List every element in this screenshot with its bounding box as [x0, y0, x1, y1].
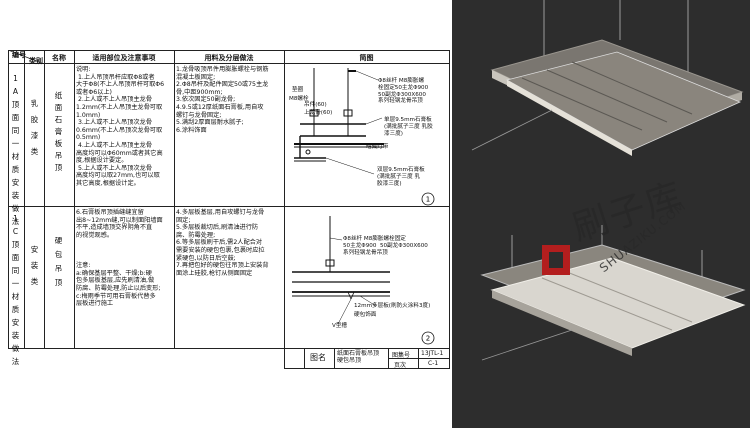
row1-callout-double-board: 双层9.5mm石膏板 (满批腻子三度 乳 胶漆三度)	[377, 167, 425, 187]
row2-callout-vgroove: V型槽	[332, 323, 348, 329]
row2-callout-hanger: Φ8丝杆 M8膨胀螺栓固定 50主龙Φ900 50副龙Φ300X600 系列轻钢…	[343, 236, 428, 257]
tb-divider-2	[334, 348, 335, 368]
row1-sketch-no: 1	[426, 196, 430, 204]
row1-callout-bolt: M8螺栓	[289, 96, 309, 102]
row2-sketch-no: 2	[426, 335, 430, 343]
header-materials: 用料及分层做法	[204, 54, 254, 62]
tb-page: C-1	[428, 360, 439, 367]
col-divider-5	[284, 50, 285, 368]
row2-callout-finish: 硬包饰面	[354, 312, 377, 318]
row1-category: 乳胶漆类	[30, 99, 39, 156]
tb-bottom	[284, 368, 450, 369]
tb-figure-name-label: 图名	[310, 353, 326, 362]
col-divider-3	[74, 50, 75, 348]
row2-callout-plywood: 12mm多层板(刷防火涂料3度)	[354, 303, 431, 309]
col-divider-1	[24, 50, 25, 348]
header-name: 名称	[52, 54, 66, 62]
header-category: 类别	[29, 57, 43, 65]
tb-drawing-no-label: 图集号	[392, 352, 411, 359]
row1-usage: 说明: 1.上人吊顶吊杆应取Φ8或者 大于Φ8(不上人吊顶吊杆可取Φ6 或者Φ6…	[76, 66, 165, 187]
row1-code: 1A顶面同一材质安装做法	[11, 74, 20, 226]
tb-hline	[388, 358, 449, 359]
table-left-border	[8, 50, 9, 348]
header-bottom-border	[8, 63, 450, 64]
row2-code: 1C顶面同一材质安装做法	[11, 214, 20, 366]
row2-category: 安装类	[30, 245, 39, 286]
row1-callout-washer: 垫圈	[292, 87, 304, 93]
row1-callout-hanger: Φ8丝杆 M8膨胀螺 栓固定50主龙Φ900 50副龙Φ300X600 系列轻钢…	[378, 78, 429, 105]
row1-callout-clip: 吊件(60)	[304, 102, 327, 108]
row-divider	[8, 206, 450, 207]
row1-callout-single-board: 单层9.5mm石膏板 (满批腻子三度 乳胶 漆三度)	[384, 117, 433, 137]
header-code: 编号	[12, 51, 26, 59]
row1-callout-light-strip: 暗藏灯带	[366, 144, 389, 150]
header-diagonal	[8, 50, 45, 64]
row1-section-sketch: 1	[294, 68, 435, 206]
header-sketch: 简图	[359, 54, 374, 62]
col-divider-2	[44, 50, 45, 348]
tb-figure-name: 纸面石膏板吊顶 硬包吊顶	[337, 350, 380, 364]
table-top-border	[8, 50, 450, 51]
row2-name: 硬包吊顶	[54, 236, 63, 287]
row2-usage: 6.石膏板吊顶插缝缝宜留 出8~12mm缝,可以制面阳墙面 不平,造成墙顶交界阴…	[76, 209, 163, 308]
row1-name: 纸面石膏板吊顶	[54, 91, 63, 172]
row2-materials: 4.多层板基层,用自攻螺钉与龙骨 固定; 5.多层板裁切后,刷清油进行防 腐、防…	[176, 209, 269, 277]
render-panel: 刷子库 SHUAZIKU.COM	[452, 0, 750, 428]
table-bottom-border	[8, 348, 450, 349]
tb-drawing-no: 13JTL-1	[421, 350, 444, 357]
header-usage: 适用部位及注意事项	[92, 54, 156, 62]
row1-materials: 1.龙骨吸顶吊件用膨胀螺栓与钢筋 混凝土板固定; 2.Φ8吊杆及配件固定50或7…	[176, 66, 269, 134]
row2-section-sketch: 2	[292, 216, 435, 345]
ceiling-renders	[471, 0, 746, 361]
row1-callout-runner: 上龙骨(60)	[304, 110, 333, 116]
tb-divider-1	[304, 348, 305, 368]
table-right-border	[449, 50, 450, 368]
detail-drawing-sheet: 编号 类别 名称 适用部位及注意事项 用料及分层做法 简图 1A顶面同一材质安装…	[0, 0, 452, 428]
tb-page-label: 页次	[394, 362, 407, 369]
col-divider-4	[174, 50, 175, 348]
